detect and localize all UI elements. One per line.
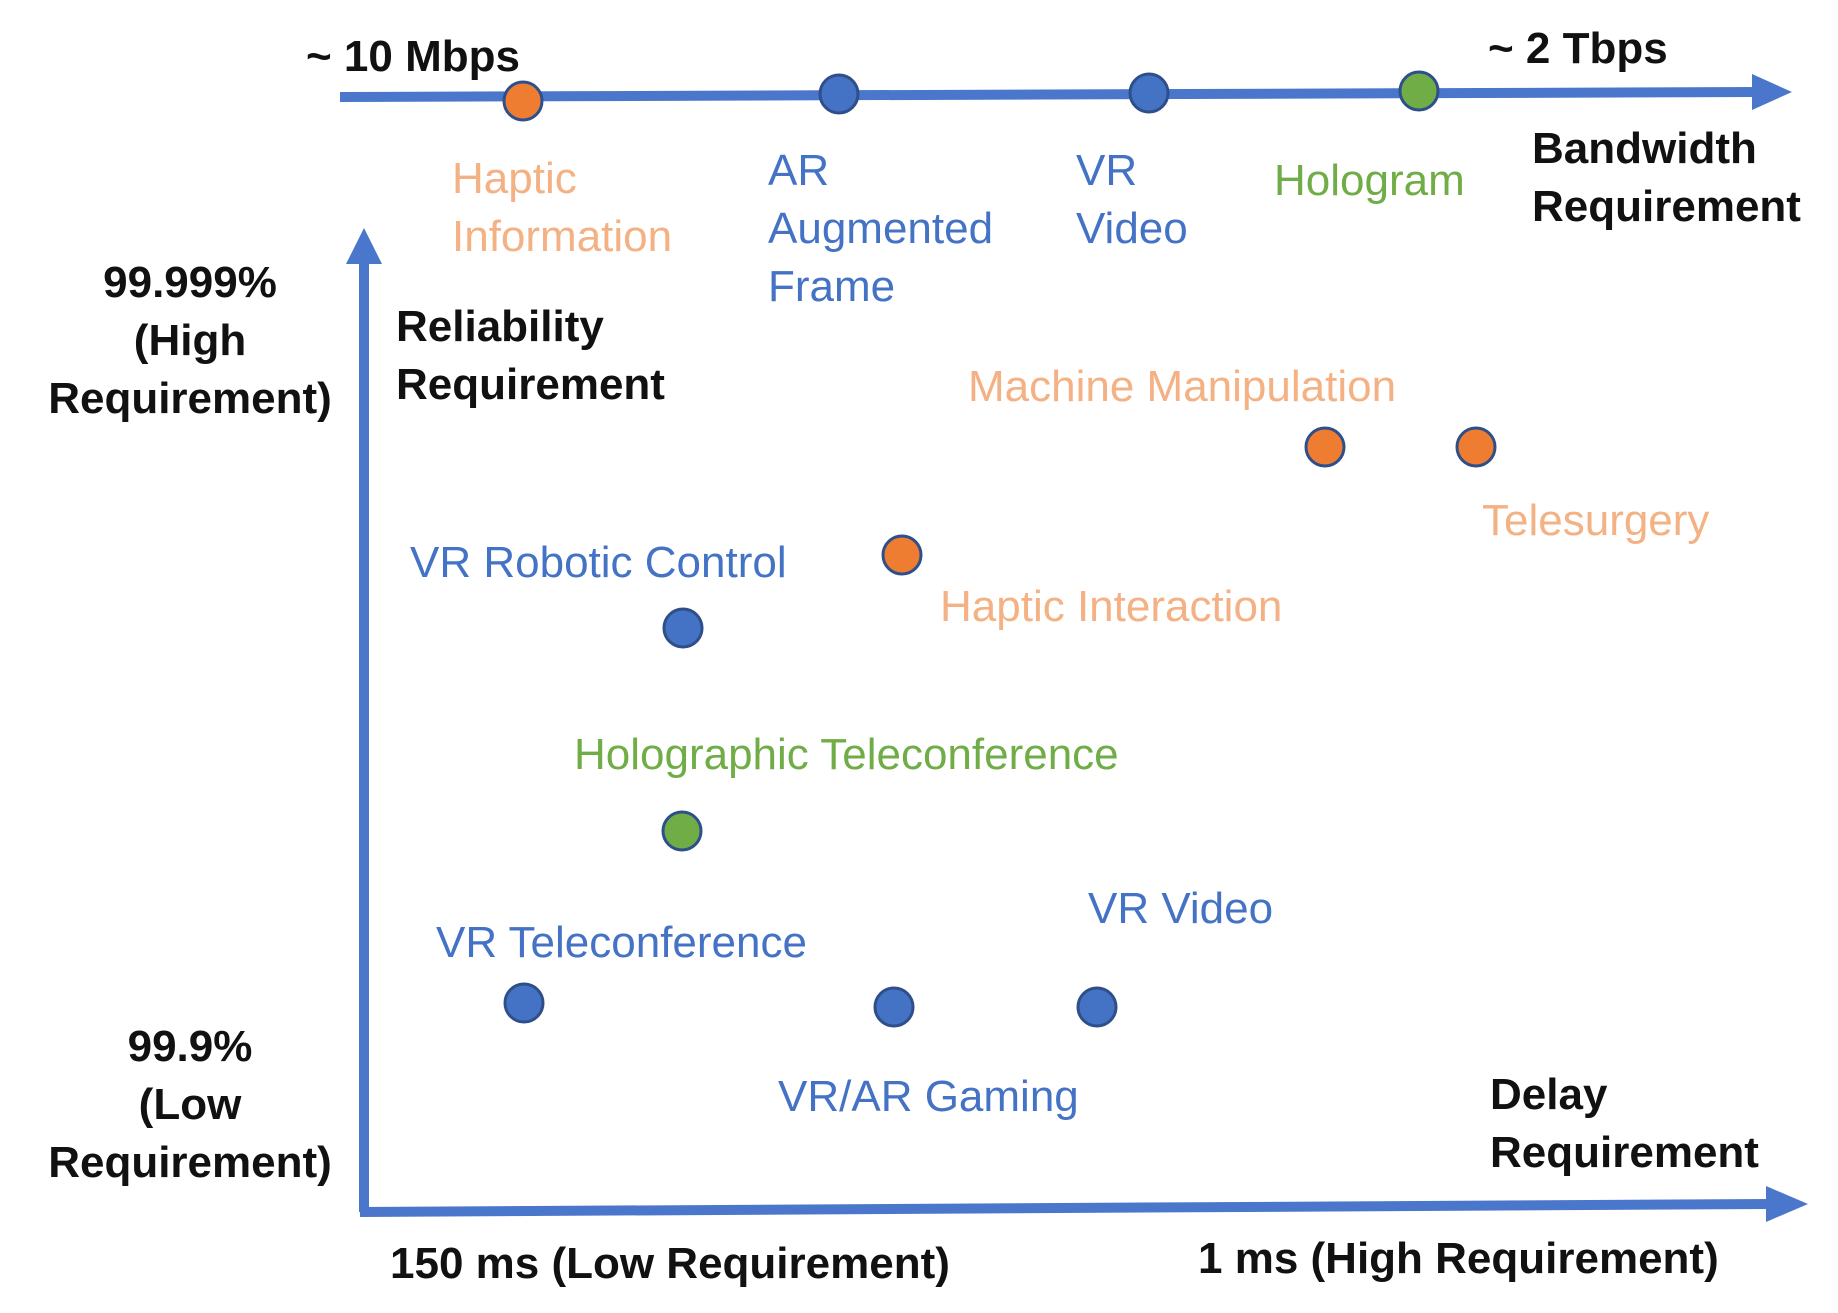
bandwidth-min-label: ~ 10 Mbps (306, 32, 520, 81)
vr-video-low-dot (1076, 986, 1118, 1028)
dots-layer (502, 70, 1497, 1028)
holographic-teleconference-dot (661, 810, 703, 852)
ar-augmented-frame-label: AR Augmented Frame (768, 146, 994, 311)
vr-teleconference-label: VR Teleconference (436, 918, 807, 967)
reliability-axis-arrowhead (346, 228, 382, 264)
hologram-label: Hologram (1274, 156, 1465, 205)
reliability-axis-title: Reliability Requirement (396, 302, 665, 409)
vr-video-bandwidth-label: VR Video (1076, 146, 1188, 253)
reliability-low-label: 99.9% (Low Requirement) (48, 1022, 332, 1187)
vr-robotic-control-label: VR Robotic Control (410, 538, 787, 587)
delay-axis-line (359, 1199, 1771, 1217)
ar-augmented-frame-dot (818, 73, 860, 115)
machine-manipulation-label: Machine Manipulation (968, 362, 1397, 411)
haptic-information-dot (502, 80, 544, 122)
bandwidth-max-label: ~ 2 Tbps (1488, 24, 1668, 73)
vr-teleconference-dot (503, 982, 545, 1024)
machine-manipulation-dot (1304, 426, 1346, 468)
haptic-interaction-label: Haptic Interaction (940, 582, 1283, 631)
bandwidth-axis-line (339, 87, 1759, 102)
delay-high-label: 1 ms (High Requirement) (1198, 1234, 1719, 1283)
holographic-teleconference-label: Holographic Teleconference (574, 730, 1119, 779)
bandwidth-axis-title: Bandwidth Requirement (1532, 124, 1801, 231)
telesurgery-dot (1455, 426, 1497, 468)
vr-video-dot (1128, 72, 1170, 114)
vr-ar-gaming-dot (873, 986, 915, 1028)
bandwidth-axis-arrowhead (1752, 74, 1792, 110)
delay-low-label: 150 ms (Low Requirement) (390, 1239, 950, 1288)
haptic-information-label: Haptic Information (452, 154, 673, 261)
delay-axis-arrowhead (1766, 1186, 1808, 1222)
hologram-dot (1398, 70, 1440, 112)
telesurgery-label: Telesurgery (1482, 496, 1710, 545)
haptic-interaction-dot (881, 534, 923, 576)
vr-robotic-control-dot (662, 607, 704, 649)
reliability-high-label: 99.999% (High Requirement) (48, 258, 332, 423)
vr-ar-gaming-label: VR/AR Gaming (778, 1072, 1079, 1121)
delay-axis-title: Delay Requirement (1490, 1070, 1759, 1177)
vr-video-reliability-label: VR Video (1088, 884, 1274, 933)
